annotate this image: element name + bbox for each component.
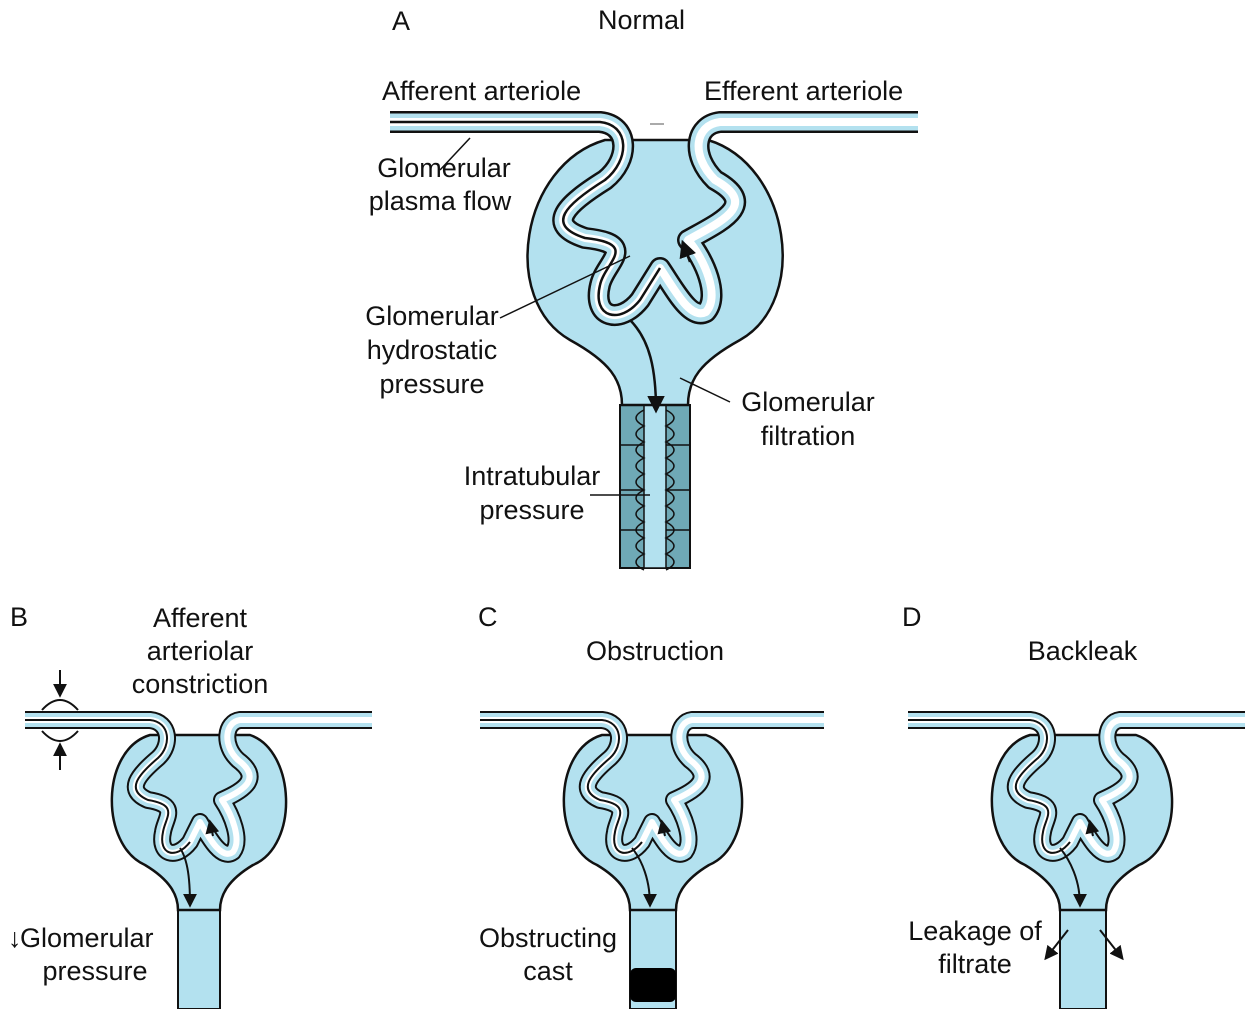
panel-b-title-line1: Afferent: [120, 602, 280, 635]
panel-d-label-line2: filtrate: [895, 948, 1055, 981]
panel-b-letter: B: [10, 602, 28, 632]
panel-b-title-line2: arteriolar: [120, 635, 280, 668]
panel-d-label-line1: Leakage of: [895, 915, 1055, 948]
hydrostatic-label-line1: Glomerular: [352, 300, 512, 333]
plasma-flow-label-line2: plasma flow: [360, 185, 520, 218]
panel-c-label-line1: Obstructing: [468, 922, 628, 955]
panel-d-title: Backleak: [1000, 635, 1165, 668]
intratubular-label-line2: pressure: [452, 494, 612, 527]
panel-c-label-line2: cast: [468, 955, 628, 988]
panel-b-label-line2: pressure: [20, 955, 170, 988]
panel-d-tubule: [1060, 905, 1106, 1009]
panel-c-title: Obstruction: [560, 635, 750, 668]
filtration-label-line1: Glomerular: [728, 386, 888, 419]
plasma-flow-label-line1: Glomerular: [364, 152, 524, 185]
panel-b-constriction-top: [42, 700, 78, 710]
panel-a-title: Normal: [598, 4, 685, 37]
hydrostatic-label-line2: hydrostatic: [352, 334, 512, 367]
panel-a-letter: A: [392, 6, 410, 36]
panel-c-obstructing-cast: [630, 968, 676, 1002]
panel-b-tubule: [178, 905, 220, 1009]
panel-b-title-line3: constriction: [120, 668, 280, 701]
panel-a-tubule-lumen: [644, 405, 666, 568]
efferent-arteriole-label: Efferent arteriole: [704, 75, 903, 108]
panel-b-label-line1: Glomerular: [20, 922, 154, 955]
filtration-label-line2: filtration: [728, 420, 888, 453]
intratubular-label-line1: Intratubular: [452, 460, 612, 493]
panel-d-letter: D: [902, 602, 922, 632]
hydrostatic-label-line3: pressure: [352, 368, 512, 401]
panel-b-constriction-bottom: [42, 731, 78, 741]
afferent-arteriole-label: Afferent arteriole: [382, 75, 581, 108]
panel-c-letter: C: [478, 602, 498, 632]
